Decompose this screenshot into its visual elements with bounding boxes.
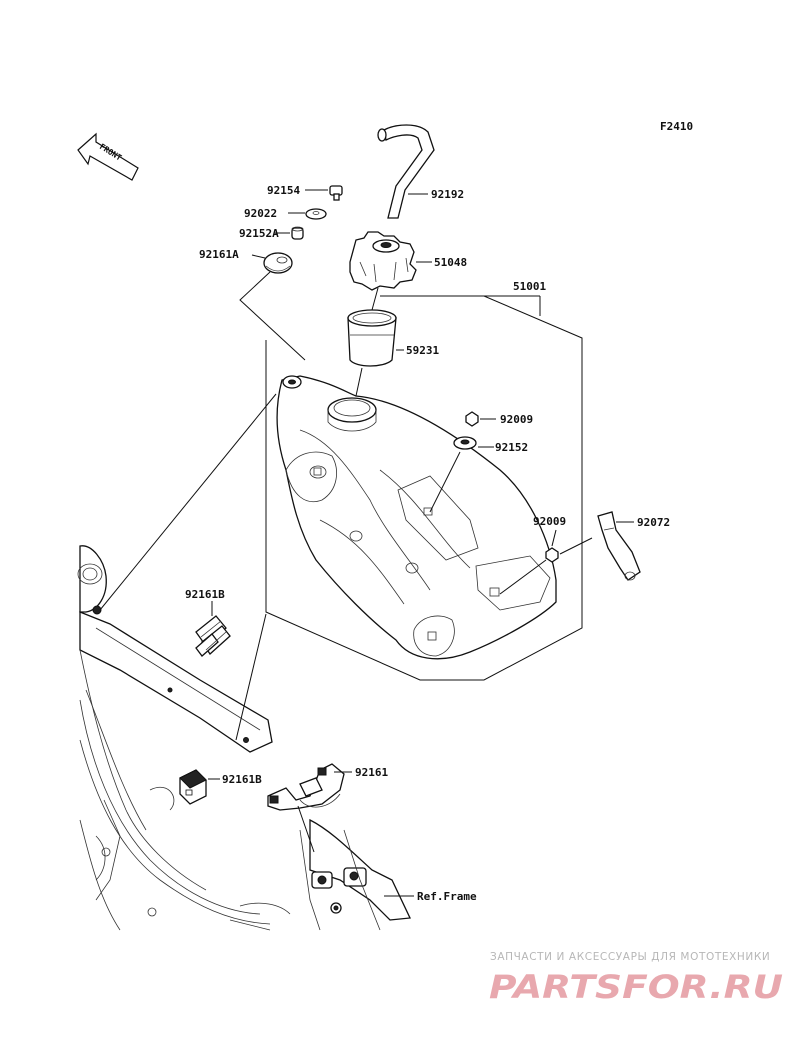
watermark-logo: PARTSFOR.RU <box>489 968 783 1006</box>
frame-section <box>77 545 411 931</box>
part-label-92192: 92192 <box>431 188 464 201</box>
part-label-92152: 92152 <box>495 441 528 454</box>
watermark-tagline: ЗАПЧАСТИ И АКСЕССУАРЫ ДЛЯ МОТОТЕХНИКИ <box>490 951 771 963</box>
part-label-92072: 92072 <box>637 516 670 529</box>
figure-code: F2410 <box>660 120 693 133</box>
bolt-92154 <box>329 185 343 201</box>
breather-hose-92192 <box>377 124 435 219</box>
part-label-92161B-lower: 92161B <box>222 773 262 786</box>
part-label-92009-lower: 92009 <box>533 515 566 528</box>
damper-92161A <box>263 252 293 274</box>
band-92072 <box>597 511 641 581</box>
part-label-92154: 92154 <box>267 184 300 197</box>
part-label-92161B-upper: 92161B <box>185 588 225 601</box>
collar-92152 <box>453 436 477 450</box>
collar-92152A <box>291 226 304 240</box>
part-label-51048: 51048 <box>434 256 467 269</box>
part-label-59231: 59231 <box>406 344 439 357</box>
bolt-92009-lower <box>545 547 559 563</box>
strainer-59231 <box>347 309 397 367</box>
watermark-logo-text: PARTSFOR.RU <box>489 968 783 1006</box>
front-arrow-icon: FRONT <box>77 132 139 181</box>
damper-92161B-lower <box>179 769 207 805</box>
washer-92022 <box>305 208 327 220</box>
fuel-tank-51001 <box>276 375 557 660</box>
part-label-92152A: 92152A <box>239 227 279 240</box>
fuel-cap-51048 <box>349 231 417 291</box>
part-label-51001: 51001 <box>513 280 546 293</box>
part-label-92161: 92161 <box>355 766 388 779</box>
damper-92161 <box>267 763 345 811</box>
part-label-92009-upper: 92009 <box>500 413 533 426</box>
bolt-92009-upper <box>465 411 479 427</box>
damper-92161B-upper <box>195 615 231 657</box>
part-label-92161A: 92161A <box>199 248 239 261</box>
part-label-92022: 92022 <box>244 207 277 220</box>
ref-frame-label: Ref.Frame <box>417 890 477 903</box>
